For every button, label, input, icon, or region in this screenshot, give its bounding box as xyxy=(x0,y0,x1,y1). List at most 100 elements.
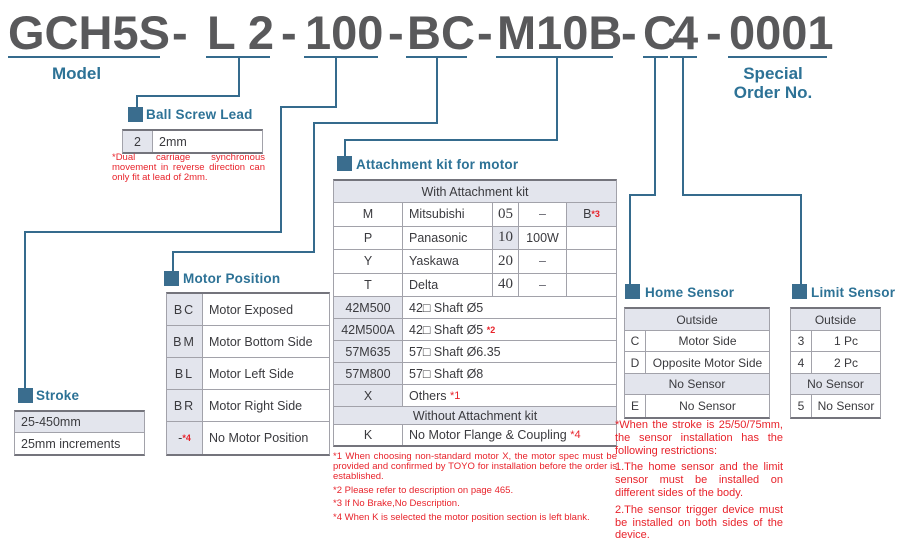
code-cell: 57M800 xyxy=(334,363,403,384)
spec-text: 42□ Shaft Ø5 xyxy=(409,300,484,315)
code-cell: C xyxy=(625,331,646,351)
underline-lead xyxy=(206,56,270,58)
bullet-square-icon xyxy=(128,107,143,122)
connector-line xyxy=(280,106,337,108)
brand-cell: Panasonic xyxy=(403,226,493,249)
ball-screw-lead-note: *Dual carriage synchronous movement in r… xyxy=(112,153,265,187)
connector-line xyxy=(238,58,240,97)
title-lead-code: L 2 xyxy=(207,6,275,59)
spec-text: 57□ Shaft Ø6.35 xyxy=(409,344,501,359)
bullet-square-icon xyxy=(792,284,807,299)
note-text: 2.The sensor trigger device must be inst… xyxy=(615,503,783,542)
code-cell: BC xyxy=(167,294,203,325)
brake-cell: B*3 xyxy=(567,203,616,226)
special-order-label-line2: Order No. xyxy=(733,83,813,102)
code-cell: BL xyxy=(167,358,203,389)
bullet-square-icon xyxy=(164,271,179,286)
connector-line xyxy=(344,139,558,141)
group-header-cell: No Sensor xyxy=(668,377,726,391)
note-text: *1 When choosing non-standard motor X, t… xyxy=(333,451,617,482)
num-cell: 05 xyxy=(493,203,519,226)
stroke-heading: Stroke xyxy=(36,388,80,403)
underline-order xyxy=(728,56,827,58)
group-header-row: No Sensor xyxy=(791,374,880,395)
special-order-label-line1: Special xyxy=(743,64,803,83)
connector-line xyxy=(629,194,631,284)
footnote-marker: *3 xyxy=(591,209,600,220)
footnote-marker: *4 xyxy=(570,429,581,441)
table-row: 57M635 57□ Shaft Ø6.35 xyxy=(334,341,616,363)
title-dash: - xyxy=(477,6,493,59)
label-cell: Motor Right Side xyxy=(209,398,303,413)
label-cell: No Sensor xyxy=(817,399,875,413)
code-cell: 5 xyxy=(791,395,812,417)
title-dash: - xyxy=(621,6,637,59)
table-row: X Others *1 xyxy=(334,385,616,407)
stroke-table: 25-450mm 25mm increments xyxy=(14,410,145,456)
connector-line xyxy=(313,122,315,253)
title-attachment-code: M10B xyxy=(497,6,623,59)
code-cell: P xyxy=(334,226,403,249)
spec-cell: No Motor Flange & Coupling *4 xyxy=(403,425,616,445)
table-row: 57M800 57□ Shaft Ø8 xyxy=(334,363,616,385)
brake-cell xyxy=(567,227,616,250)
code-cell: M xyxy=(334,203,403,226)
code-cell: T xyxy=(334,273,403,296)
note-text: *3 If No Brake,No Description. xyxy=(333,498,460,509)
label-cell: 2 Pc xyxy=(833,355,858,370)
brand-cell: Mitsubishi xyxy=(403,203,493,226)
connector-line xyxy=(682,58,684,196)
code-cell: 4 xyxy=(791,352,812,373)
connector-line xyxy=(172,251,315,253)
bullet-square-icon xyxy=(625,284,640,299)
code-cell: K xyxy=(334,425,403,445)
connector-line xyxy=(136,95,240,97)
underline-motor-position xyxy=(406,56,467,58)
group-header-cell: Outside xyxy=(676,312,718,327)
brake-cell xyxy=(567,274,616,297)
code-cell: BM xyxy=(167,326,203,357)
motor-position-table: BC Motor Exposed BM Motor Bottom Side BL… xyxy=(166,292,330,456)
connector-line xyxy=(682,194,802,196)
limit-sensor-table: Outside 3 1 Pc 4 2 Pc No Sensor 5 No Sen… xyxy=(790,307,881,419)
label-cell: Motor Bottom Side xyxy=(209,334,313,349)
title-limit-sensor-code: 4 xyxy=(672,6,699,59)
underline-home-sensor xyxy=(643,56,668,58)
num-cell: 10 xyxy=(493,226,519,249)
lead-value-cell: 2mm xyxy=(159,134,187,149)
power-cell: – xyxy=(519,203,567,226)
connector-line xyxy=(344,139,346,157)
code-cell: 3 xyxy=(791,331,812,351)
group-header-cell: Without Attachment kit xyxy=(412,408,538,423)
title-dash: - xyxy=(281,6,297,59)
table-row: D Opposite Motor Side xyxy=(625,352,769,374)
code-cell: 42M500A xyxy=(334,319,403,340)
footnote-marker: *1 xyxy=(450,389,461,402)
bullet-square-icon xyxy=(18,388,33,403)
table-row: E No Sensor xyxy=(625,395,769,417)
code-cell: 57M635 xyxy=(334,341,403,362)
table-row: 25mm increments xyxy=(15,433,144,454)
underline-limit-sensor xyxy=(670,56,697,58)
title-dash: - xyxy=(706,6,722,59)
group-header-row: Outside xyxy=(625,309,769,331)
num-cell: 20 xyxy=(493,250,519,273)
table-row: 42M500A 42□ Shaft Ø5 *2 xyxy=(334,319,616,341)
label-cell: 1 Pc xyxy=(833,334,858,348)
connector-line xyxy=(24,231,26,389)
stroke-range-cell: 25-450mm xyxy=(21,415,81,429)
spec-cell: 42□ Shaft Ø5 xyxy=(403,297,616,318)
label-cell: No Motor Position xyxy=(209,431,309,445)
note-text: *2 Please refer to description on page 4… xyxy=(333,484,514,496)
ball-screw-lead-table: 2 2mm xyxy=(122,129,263,154)
connector-line xyxy=(172,251,174,272)
lead-code-cell: 2 xyxy=(123,131,153,152)
table-row: P Panasonic 10 100W xyxy=(334,226,616,250)
group-header-cell: No Sensor xyxy=(807,377,864,391)
model-label: Model xyxy=(52,64,102,83)
spec-text: No Motor Flange & Coupling xyxy=(409,428,567,442)
table-row: 2 2mm xyxy=(123,131,262,152)
spec-cell: 57□ Shaft Ø6.35 xyxy=(403,341,616,362)
code-cell: 42M500 xyxy=(334,297,403,318)
